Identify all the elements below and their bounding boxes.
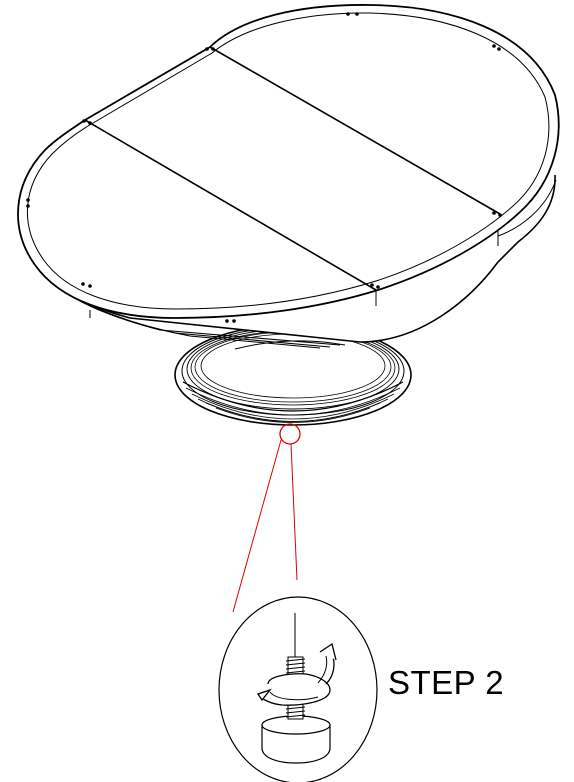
- zoom-detail: [218, 596, 378, 782]
- highlight-circle: [279, 423, 301, 445]
- step-label: STEP 2: [388, 664, 505, 701]
- table-top: [17, 4, 560, 349]
- curved-arrow-rotate-icon: [256, 642, 337, 706]
- screw-holes: [26, 12, 502, 323]
- callout-line-right: [290, 443, 298, 581]
- leveler-callout: [232, 423, 301, 613]
- leveler-foot: [261, 715, 331, 764]
- callout-line-left: [232, 439, 282, 613]
